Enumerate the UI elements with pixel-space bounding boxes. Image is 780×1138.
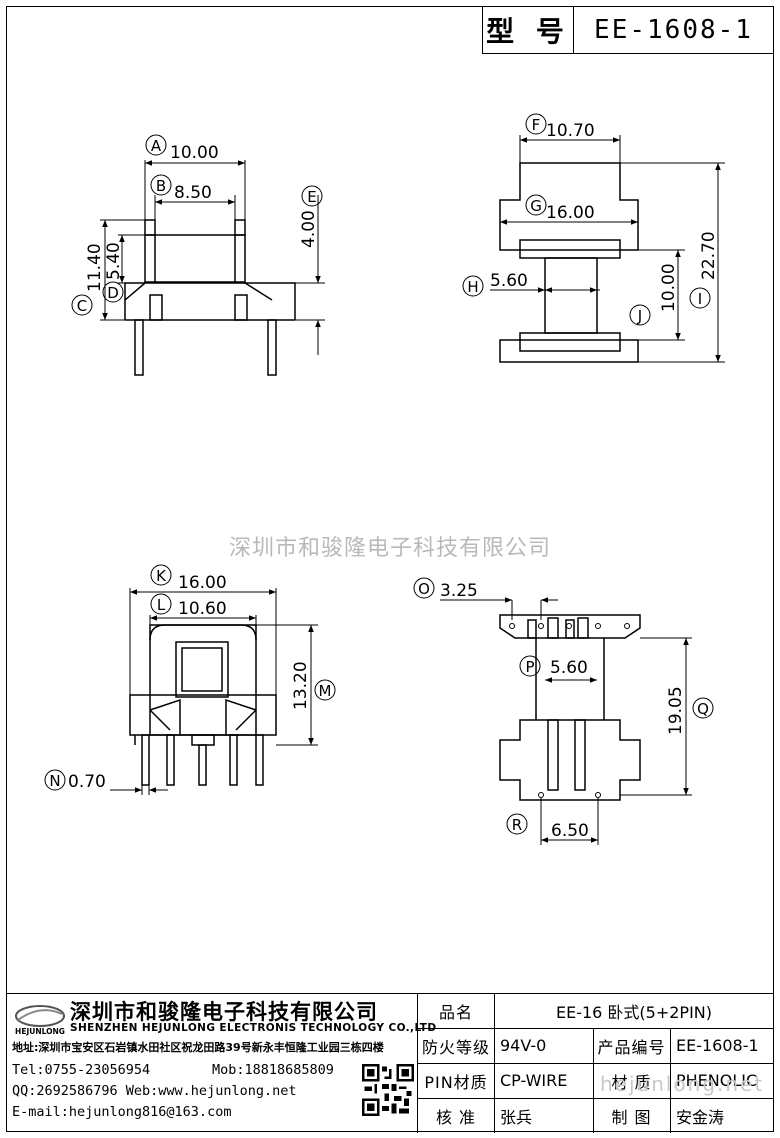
dim-letter-R: R xyxy=(512,816,522,834)
dim-letter-C: C xyxy=(77,297,87,315)
logo-text: HEJUNLONG xyxy=(15,1027,65,1036)
pin-view-labels: O 3.25 P 5.60 Q 19.05 R 6.50 xyxy=(413,577,714,841)
company-address: 地址:深圳市宝安区石岩镇水田社区祝龙田路39号新永丰恒隆工业园三栋四楼 xyxy=(12,1041,384,1054)
title-block: HEJUNLONG 深圳市和骏隆电子科技有限公司 SHENZHEN HEJUNL… xyxy=(6,993,774,1133)
company-en-name: SHENZHEN HEJUNLONG ELECTRONIS TECHNOLOGY… xyxy=(70,1022,437,1034)
dim-value-C: 11.40 xyxy=(85,243,105,292)
dim-value-A: 10.00 xyxy=(170,143,219,163)
dim-value-H: 5.60 xyxy=(490,271,528,291)
dim-letter-P: P xyxy=(525,658,534,676)
dim-letter-B: B xyxy=(156,177,166,195)
dim-value-I: 22.70 xyxy=(699,231,719,280)
dim-value-M: 13.20 xyxy=(291,661,311,710)
dim-value-K: 16.00 xyxy=(178,573,227,593)
model-label: 型 号 xyxy=(483,7,574,53)
company-logo-icon: HEJUNLONG xyxy=(15,1005,65,1036)
drafter-label: 制 图 xyxy=(611,1107,652,1127)
dim-letter-N: N xyxy=(49,772,60,790)
dim-letter-M: M xyxy=(319,682,332,700)
pin-material-label: PIN材质 xyxy=(424,1072,488,1092)
dim-letter-E: E xyxy=(307,188,316,206)
dim-letter-F: F xyxy=(532,116,541,134)
company-email: E-mail:hejunlong816@163.com xyxy=(12,1104,232,1120)
side-view-dims xyxy=(100,160,325,355)
side-view-labels: A 10.00 B 8.50 C 11.40 D 5.40 E 4.00 xyxy=(71,134,323,316)
dim-letter-K: K xyxy=(156,567,167,585)
top-view-dims xyxy=(490,135,725,363)
model-box: 型 号 EE-1608-1 xyxy=(482,6,774,54)
pin-material-value: CP-WIRE xyxy=(500,1071,568,1090)
spec-table: 品名 EE-16 卧式(5+2PIN) 防火等级 94V-0 产品编号 EE-1… xyxy=(418,994,774,1133)
dim-value-D: 5.40 xyxy=(104,242,124,280)
company-mob: Mob:18818685809 xyxy=(212,1062,334,1078)
material-label: 材 质 xyxy=(611,1072,652,1092)
pin-view-dims xyxy=(440,597,692,845)
dim-value-Q: 19.05 xyxy=(666,686,686,735)
pin-holes xyxy=(509,623,630,798)
dim-value-P: 5.60 xyxy=(550,658,588,678)
dim-letter-G: G xyxy=(530,197,542,215)
drawing-frame xyxy=(6,6,774,1132)
dim-value-J: 10.00 xyxy=(659,263,679,312)
drafter-value: 安金涛 xyxy=(676,1107,725,1127)
top-view-labels: F 10.70 G 16.00 H 5.60 I 22.70 J 10.00 xyxy=(462,113,719,326)
dim-letter-L: L xyxy=(157,596,166,614)
pin-view xyxy=(499,614,641,801)
qr-code-icon xyxy=(362,1064,414,1116)
front-view-dims xyxy=(110,588,318,795)
dim-value-R: 6.50 xyxy=(551,821,589,841)
dim-value-O: 3.25 xyxy=(440,581,478,601)
company-info: HEJUNLONG 深圳市和骏隆电子科技有限公司 SHENZHEN HEJUNL… xyxy=(6,994,436,1133)
dim-value-F: 10.70 xyxy=(546,121,595,141)
company-qq-web: QQ:2692586796 Web:www.hejunlong.net xyxy=(12,1083,297,1099)
front-view-labels: K 16.00 L 10.60 M 13.20 N 0.70 xyxy=(44,564,336,792)
product-code-label: 产品编号 xyxy=(597,1037,666,1057)
watermark: 深圳市和骏隆电子科技有限公司 xyxy=(228,536,551,561)
dim-letter-J: J xyxy=(637,307,642,325)
name-label: 品名 xyxy=(438,1003,473,1022)
company-tel: Tel:0755-23056954 xyxy=(12,1062,151,1078)
dim-value-E: 4.00 xyxy=(299,210,319,248)
technical-drawing: A 10.00 B 8.50 C 11.40 D 5.40 E 4.00 xyxy=(44,113,725,845)
dim-letter-O: O xyxy=(418,580,430,598)
model-value: EE-1608-1 xyxy=(594,15,753,45)
side-view xyxy=(124,219,296,376)
dim-letter-H: H xyxy=(467,278,478,296)
name-value: EE-16 卧式(5+2PIN) xyxy=(555,1003,713,1022)
approve-label: 核 准 xyxy=(435,1107,477,1127)
dim-value-B: 8.50 xyxy=(174,183,212,203)
fire-rating-value: 94V-0 xyxy=(500,1036,547,1055)
dim-value-N: 0.70 xyxy=(68,772,106,792)
dim-value-L: 10.60 xyxy=(178,599,227,619)
dim-value-G: 16.00 xyxy=(546,203,595,223)
top-view xyxy=(499,162,639,363)
dim-letter-D: D xyxy=(107,284,119,302)
material-value: PHENOLIC xyxy=(676,1071,758,1090)
front-view xyxy=(129,624,277,786)
dim-letter-Q: Q xyxy=(697,700,709,718)
fire-rating-label: 防火等级 xyxy=(421,1037,490,1057)
approve-value: 张兵 xyxy=(500,1107,533,1127)
company-cn-name: 深圳市和骏隆电子科技有限公司 xyxy=(70,1000,378,1024)
product-code-value: EE-1608-1 xyxy=(676,1036,759,1055)
dim-letter-I: I xyxy=(698,290,702,308)
watermark-url: hejunlong.net xyxy=(600,1072,765,1096)
dim-letter-A: A xyxy=(151,137,162,155)
